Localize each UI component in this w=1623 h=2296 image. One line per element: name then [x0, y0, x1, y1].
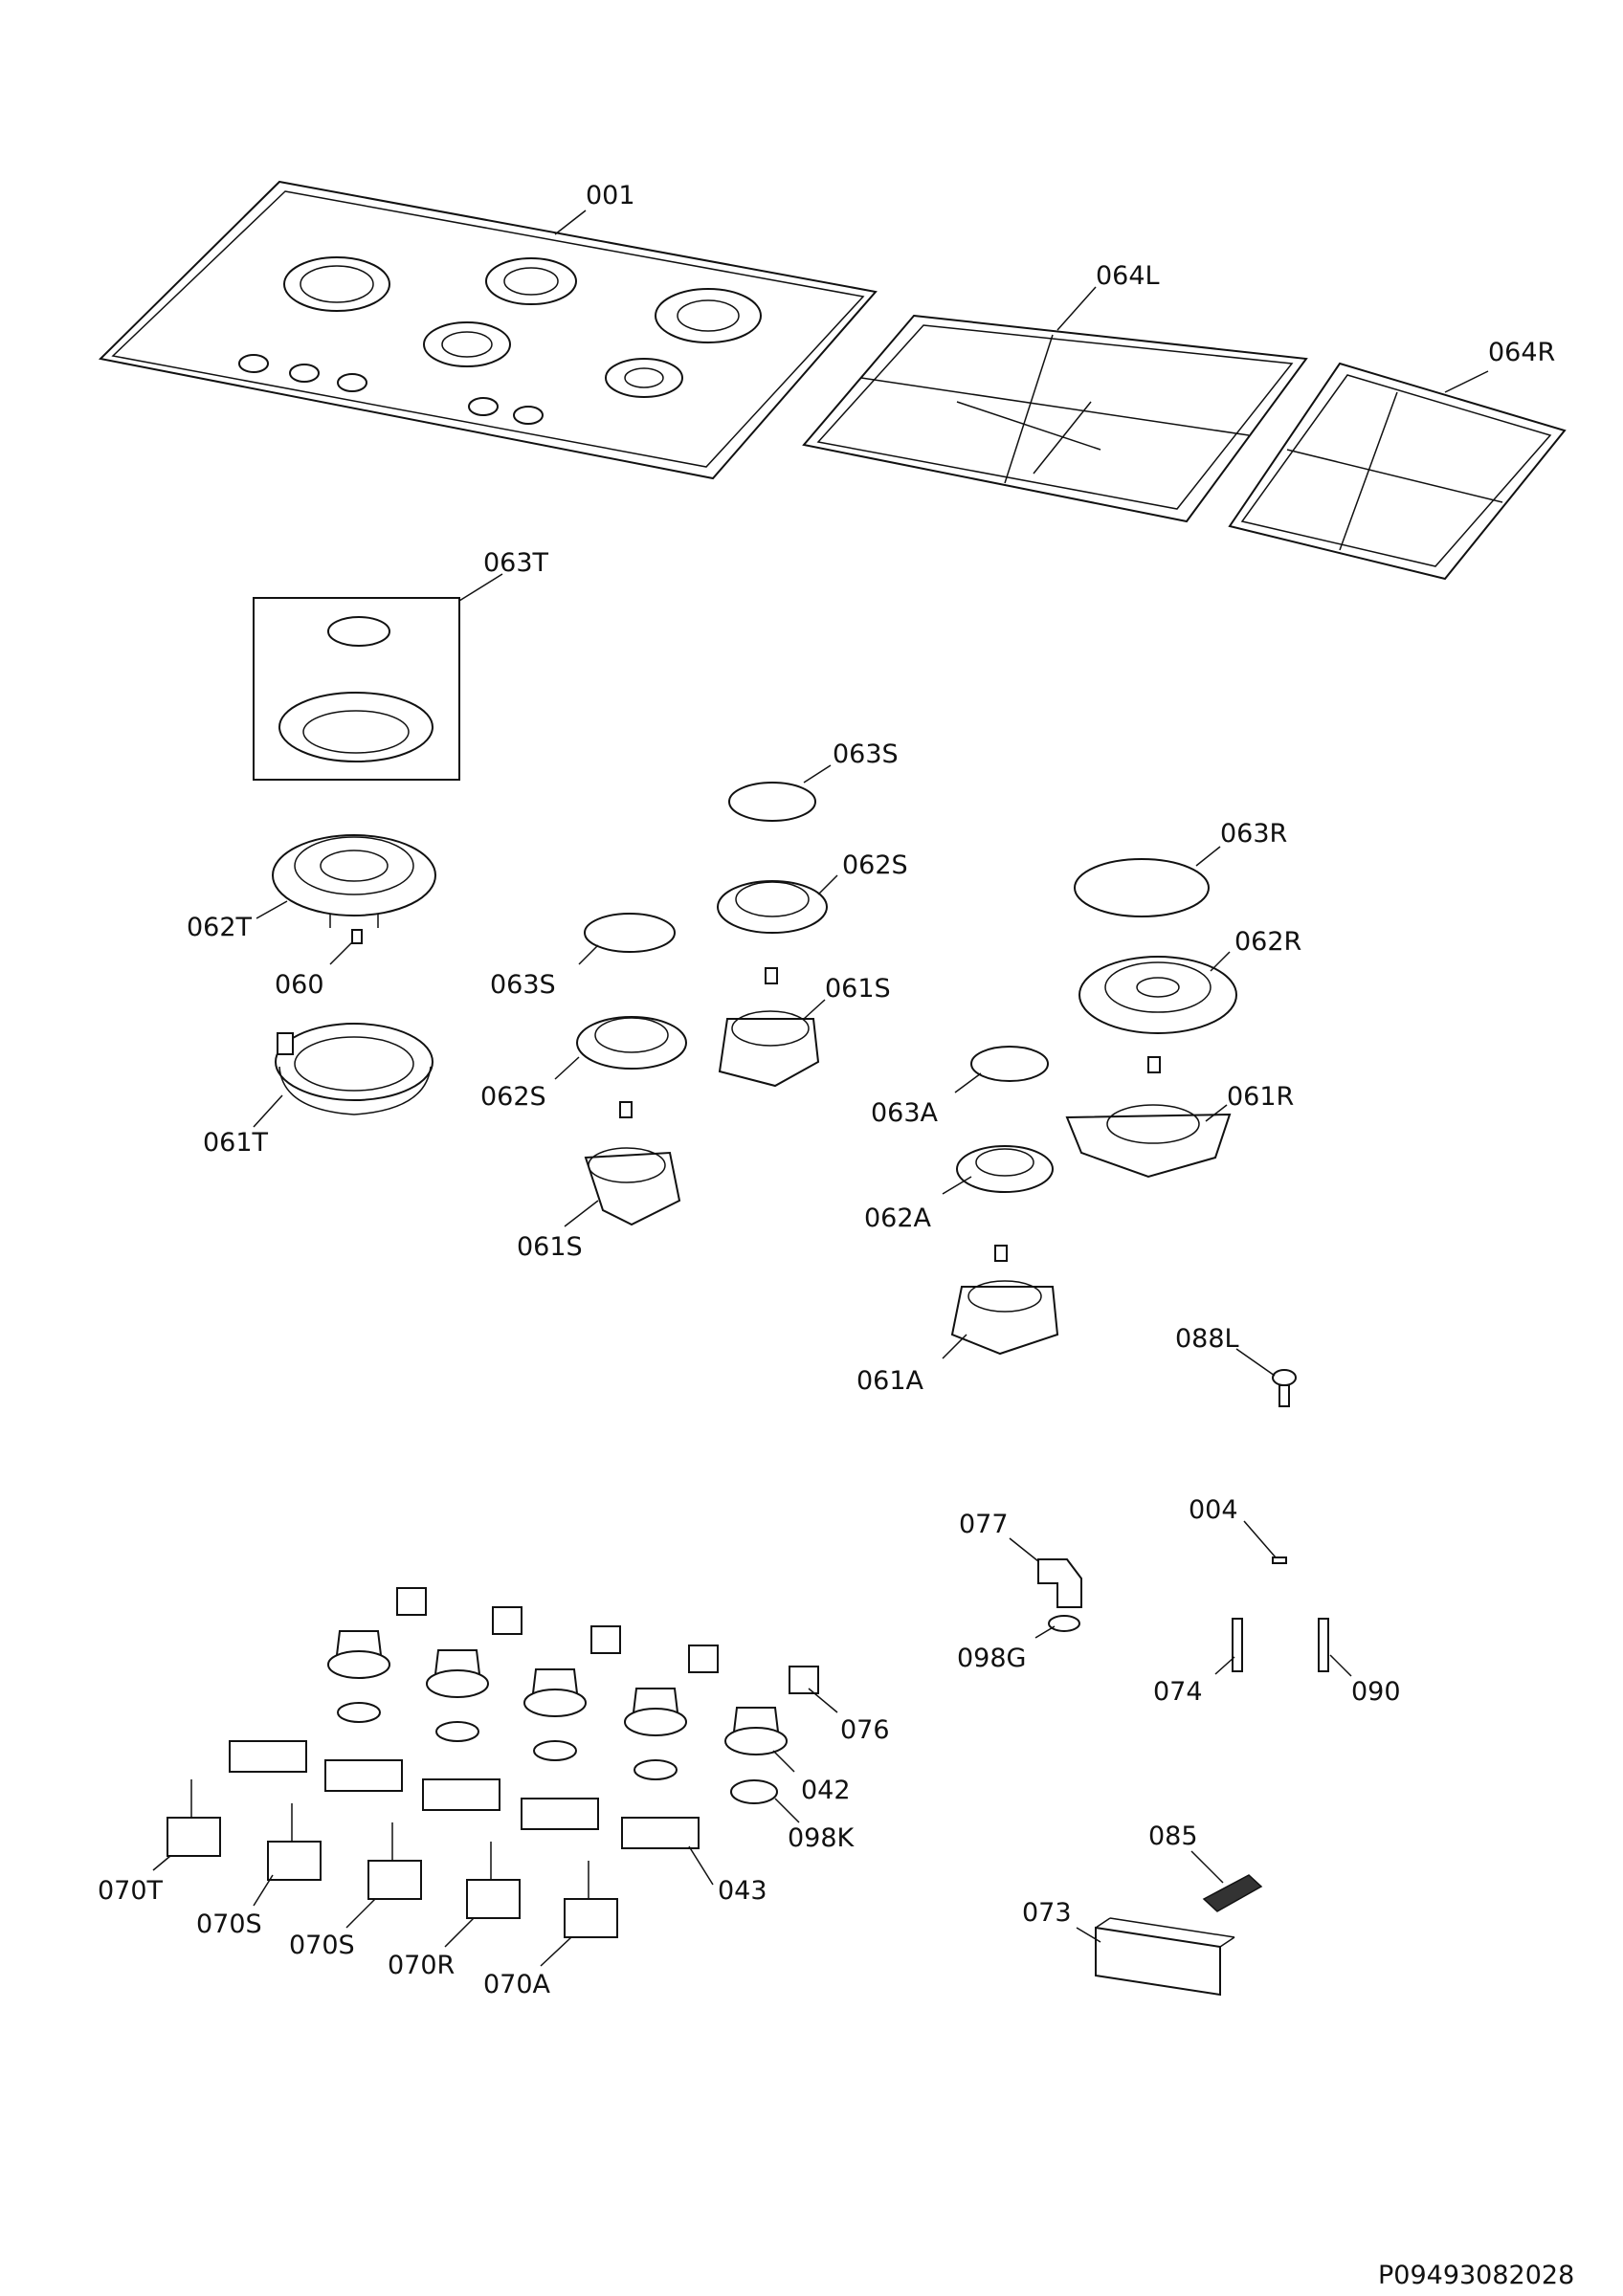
label-060: 060 [275, 970, 324, 1000]
label-085: 085 [1148, 1821, 1198, 1851]
label-064R: 064R [1488, 338, 1555, 367]
part-098G-seal[interactable] [1048, 1615, 1080, 1632]
part-064L-left-grate[interactable] [802, 314, 1308, 523]
label-062A: 062A [864, 1203, 932, 1233]
part-061S-cup-top[interactable] [718, 967, 820, 1088]
label-062T: 062T [187, 913, 253, 942]
part-062S-burner-top[interactable] [717, 880, 828, 934]
label-070T: 070T [98, 1876, 164, 1906]
label-061A: 061A [856, 1366, 924, 1396]
part-061R-cup[interactable] [1065, 1056, 1232, 1179]
part-060-injector[interactable] [351, 929, 363, 944]
part-063T-kit-box[interactable] [253, 597, 460, 781]
part-062S-burner-left[interactable] [576, 1016, 687, 1070]
label-042: 042 [801, 1776, 851, 1805]
part-088L-spring[interactable] [1272, 1369, 1297, 1407]
part-043-switch-row[interactable] [229, 1740, 700, 1849]
label-070A: 070A [483, 1970, 551, 1999]
label-063T: 063T [483, 548, 549, 578]
part-074-thermocouple[interactable] [1232, 1618, 1243, 1672]
part-063S-cap-top[interactable] [728, 782, 816, 822]
label-088L: 088L [1175, 1324, 1239, 1354]
part-070-valve-row[interactable] [167, 1779, 618, 1938]
reference-code: P09493082028 [1378, 2261, 1574, 2290]
label-073: 073 [1022, 1898, 1072, 1928]
label-074: 074 [1153, 1677, 1203, 1707]
label-043: 043 [718, 1876, 767, 1906]
leader-lines [152, 210, 1489, 1967]
label-076: 076 [840, 1715, 890, 1745]
part-063S-cap-left[interactable] [584, 913, 676, 953]
part-004-screw[interactable] [1272, 1556, 1287, 1564]
label-004: 004 [1189, 1495, 1238, 1525]
label-062S-top: 062S [842, 850, 908, 880]
part-062R-burner[interactable] [1078, 956, 1237, 1034]
part-073-ignition-module[interactable] [1095, 1917, 1235, 1997]
part-062T-burner[interactable] [272, 834, 436, 928]
label-098K: 098K [788, 1823, 856, 1853]
part-labels: 001 064L 064R 063T 063S 062S 063R 062T 0… [98, 181, 1555, 1999]
part-061A-cup[interactable] [950, 1245, 1059, 1356]
part-064R-right-grate[interactable] [1228, 362, 1567, 581]
part-076-clip-row[interactable] [396, 1587, 819, 1694]
label-098G: 098G [957, 1644, 1026, 1673]
label-001: 001 [586, 181, 635, 210]
label-077: 077 [959, 1510, 1009, 1539]
label-070S-a: 070S [196, 1910, 262, 1939]
label-061R: 061R [1227, 1082, 1294, 1112]
part-085-bracket[interactable] [1202, 1874, 1263, 1912]
label-062R: 062R [1234, 927, 1301, 957]
part-061T-burner-cup[interactable] [275, 1023, 434, 1115]
label-064L: 064L [1096, 261, 1160, 291]
part-063A-cap[interactable] [970, 1046, 1049, 1082]
label-063R: 063R [1220, 819, 1287, 849]
label-070R: 070R [388, 1951, 455, 1980]
label-063S-top: 063S [833, 740, 899, 769]
part-098K-seal-row[interactable] [337, 1702, 778, 1804]
label-063A: 063A [871, 1098, 939, 1128]
part-062A-burner[interactable] [956, 1145, 1054, 1193]
label-070S-b: 070S [289, 1931, 355, 1960]
part-061S-cup-bottom[interactable] [584, 1101, 681, 1226]
part-077-gas-elbow[interactable] [1037, 1558, 1082, 1608]
label-062S-left: 062S [480, 1082, 546, 1112]
label-063S-left: 063S [490, 970, 556, 1000]
label-061S-top: 061S [825, 974, 891, 1004]
label-090: 090 [1351, 1677, 1401, 1707]
label-061T: 061T [203, 1128, 269, 1158]
part-001-cooktop-panel[interactable] [98, 180, 878, 480]
part-063R-cap[interactable] [1074, 858, 1210, 917]
label-061S-bottom: 061S [517, 1232, 583, 1262]
part-090-spark-electrode[interactable] [1318, 1618, 1329, 1672]
part-042-knob-row[interactable] [327, 1630, 788, 1755]
